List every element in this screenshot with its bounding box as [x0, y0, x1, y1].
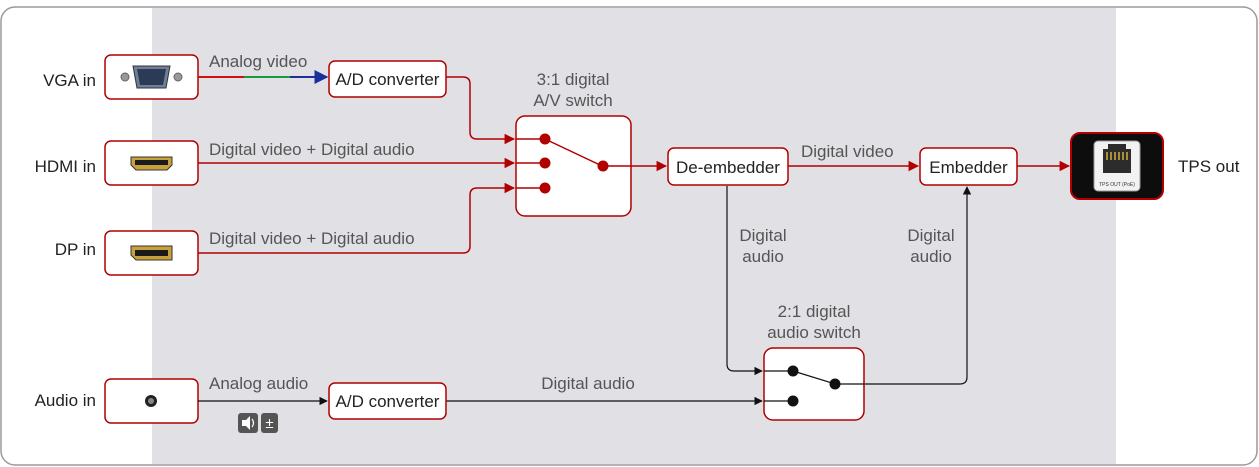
embedder-block: Embedder	[919, 147, 1018, 186]
audio-switch-block	[763, 347, 865, 421]
displayport-icon	[104, 230, 199, 276]
ad-converter-video-block: A/D converter	[328, 60, 447, 98]
audio-switch-title-1: 2:1 digital	[778, 302, 851, 321]
embedder-label: Embedder	[929, 158, 1008, 177]
rj45-port-icon: TPS OUT (PoE)	[1070, 132, 1164, 200]
av-switch-title-1: 3:1 digital	[537, 70, 610, 89]
ad-converter-audio-label: A/D converter	[336, 392, 440, 411]
av-switch-title-2: A/V switch	[533, 91, 612, 110]
deembedder-audio-label-2: audio	[742, 247, 784, 266]
hdmi-in-label: HDMI in	[35, 157, 96, 176]
vga-port-icon	[104, 54, 199, 100]
audio-in-label: Audio in	[35, 391, 96, 410]
volume-adjust-icon: ±	[238, 413, 278, 433]
hdmi-port-icon	[104, 140, 199, 186]
analog-video-label: Analog video	[209, 52, 307, 71]
tps-out-label: TPS out	[1178, 157, 1240, 176]
digital-audio-label: Digital audio	[541, 374, 635, 393]
digital-video-label: Digital video	[801, 142, 894, 161]
embedder-audio-label-2: audio	[910, 247, 952, 266]
audio-switch-to-embedder-line	[864, 186, 972, 385]
dp-in-label: DP in	[55, 240, 96, 259]
audio-jack-icon	[104, 378, 199, 424]
hdmi-signal-label: Digital video + Digital audio	[209, 140, 415, 159]
deembedder-audio-line	[726, 186, 763, 376]
dp-signal-label: Digital video + Digital audio	[209, 229, 415, 248]
ad-converter-video-label: A/D converter	[336, 70, 440, 89]
tps-port-caption: TPS OUT (PoE)	[1099, 182, 1135, 188]
ad-to-switch-line	[446, 76, 516, 145]
dp-signal-line	[198, 182, 516, 254]
de-embedder-block: De-embedder	[667, 147, 789, 186]
svg-text:±: ±	[265, 415, 273, 432]
de-embedder-label: De-embedder	[676, 158, 780, 177]
av-switch-block	[515, 115, 632, 217]
deembedder-audio-label-1: Digital	[739, 226, 786, 245]
ad-converter-audio-block: A/D converter	[328, 382, 447, 420]
analog-audio-label: Analog audio	[209, 374, 308, 393]
embedder-audio-label-1: Digital	[907, 226, 954, 245]
device-panel	[152, 8, 1116, 464]
vga-in-label: VGA in	[43, 71, 96, 90]
audio-switch-title-2: audio switch	[767, 323, 861, 342]
